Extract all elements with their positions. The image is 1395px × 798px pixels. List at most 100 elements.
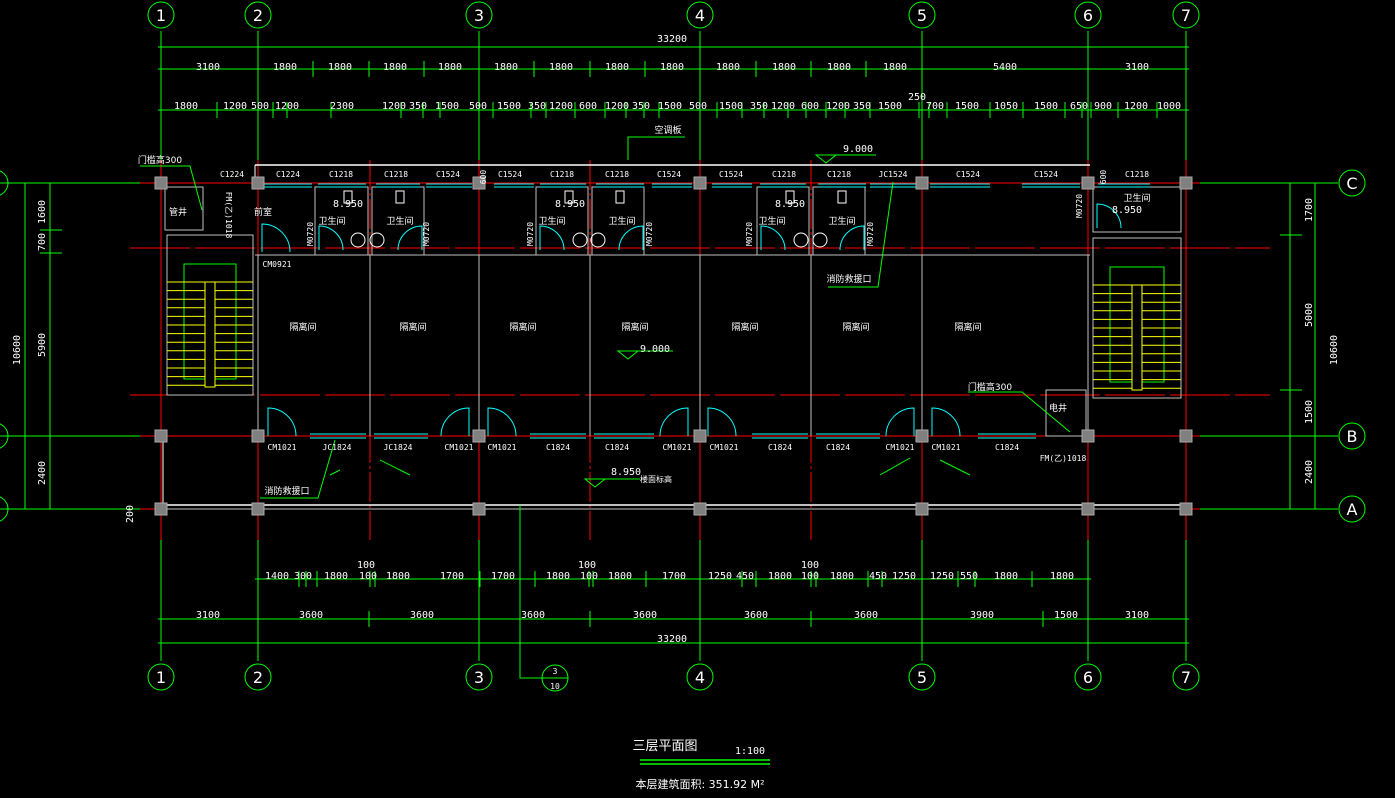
dimension-text: 3600 — [854, 610, 878, 621]
column — [1179, 176, 1193, 190]
window-label: C1524 — [1034, 170, 1058, 179]
dimension-text: 100 — [801, 571, 819, 582]
opening-label: CM1021 — [710, 443, 739, 452]
toilet-name: 卫生间 — [386, 215, 413, 227]
window-label: C1218 — [605, 170, 629, 179]
dimension-text: 10600 — [1329, 335, 1340, 365]
dimension-text: 1500 — [1054, 610, 1078, 621]
dimension-text: 33200 — [657, 634, 687, 645]
opening-label: C1824 — [768, 443, 792, 452]
dimension-text: 250 — [908, 92, 926, 103]
sink-fixture — [369, 232, 385, 248]
sink-fixture — [350, 232, 366, 248]
dimension-text: 100 — [357, 560, 375, 571]
opening-label: C1824 — [546, 443, 570, 452]
dimension-text: 1800 — [608, 571, 632, 582]
door-swing — [267, 407, 297, 437]
leader-line — [260, 439, 336, 499]
dimension-text: 650 — [1070, 101, 1088, 112]
dimension-text: 300 — [294, 571, 312, 582]
window-label: C1218 — [772, 170, 796, 179]
stair-handrail — [204, 281, 216, 388]
column — [472, 429, 486, 443]
axis-label-bottom: 5 — [917, 668, 927, 687]
axis-label-bottom: 6 — [1083, 668, 1093, 687]
opening-label: CM1021 — [488, 443, 517, 452]
axis-bubble — [1338, 422, 1366, 450]
elevation-text: 9.000 — [640, 344, 670, 355]
door-swing — [931, 407, 961, 437]
axis-bubble — [686, 663, 714, 691]
dimension-text: 1800 — [549, 62, 573, 73]
dimension-text: 1200 — [605, 101, 629, 112]
door-swing — [397, 225, 423, 251]
door-swing — [707, 407, 737, 437]
section-number: 3 — [553, 667, 558, 676]
column — [154, 429, 168, 443]
section-sheet: 10 — [550, 682, 560, 691]
toilet-fixture — [837, 190, 847, 204]
axis-label-top: 3 — [474, 6, 484, 25]
dimension-text: 1800 — [494, 62, 518, 73]
door-label: M0720 — [645, 222, 654, 246]
dimension-text: 1200 — [826, 101, 850, 112]
dimension-text: 2400 — [37, 461, 48, 485]
dimension-text: 100 — [359, 571, 377, 582]
axis-label-top: 1 — [156, 6, 166, 25]
column — [251, 429, 265, 443]
dimension-text: 1600 — [37, 200, 48, 224]
leader-line — [140, 165, 203, 211]
axis-bubble — [0, 170, 9, 196]
arrow-line — [379, 459, 411, 476]
axis-label-bottom: 1 — [156, 668, 166, 687]
elevation-marker — [583, 478, 640, 488]
opening-label: C1824 — [826, 443, 850, 452]
dimension-text: 350 — [750, 101, 768, 112]
column — [915, 176, 929, 190]
elevation-marker — [814, 154, 876, 164]
dimension-text: 1800 — [830, 571, 854, 582]
dimension-text: 1700 — [662, 571, 686, 582]
dimension-text: 1500 — [1034, 101, 1058, 112]
axis-bubble — [147, 663, 175, 691]
lobby-name: 前室 — [254, 206, 272, 218]
opening-label: JC1824 — [384, 443, 413, 452]
dimension-text: 5900 — [37, 333, 48, 357]
door-label: FM(乙)1018 — [1040, 454, 1087, 463]
door-swing — [487, 407, 517, 437]
section-leader — [519, 505, 542, 679]
door-swing — [760, 225, 786, 251]
dimension-text: 3600 — [410, 610, 434, 621]
sill-height-note: 门槛高300 — [968, 381, 1012, 393]
room-name: 隔离间 — [509, 321, 536, 333]
dimension-text: 1800 — [994, 571, 1018, 582]
dimension-text: 1200 — [382, 101, 406, 112]
elevation-text: 8.950 — [1112, 205, 1142, 216]
axis-bubble — [1074, 1, 1102, 29]
dimension-text: 3600 — [633, 610, 657, 621]
opening-label: C1824 — [605, 443, 629, 452]
axis-label-top: 6 — [1083, 6, 1093, 25]
dimension-text: 10600 — [12, 335, 23, 365]
dimension-text: 1250 — [708, 571, 732, 582]
toilet-name: 卫生间 — [538, 215, 565, 227]
elevation-text: 8.950 — [555, 199, 585, 210]
dimension-text: 1200 — [223, 101, 247, 112]
room-name: 隔离间 — [842, 321, 869, 333]
dimension-text: 1250 — [930, 571, 954, 582]
dimension-text: 900 — [1094, 101, 1112, 112]
window-label: C1218 — [550, 170, 574, 179]
sink-fixture — [590, 232, 606, 248]
dimension-text: 1400 — [265, 571, 289, 582]
dimension-text: 500 — [689, 101, 707, 112]
toilet-fixture — [615, 190, 625, 204]
dimension-text: 1500 — [878, 101, 902, 112]
dimension-text: 3600 — [299, 610, 323, 621]
column — [472, 502, 486, 516]
axis-bubble — [244, 663, 272, 691]
door-label: CM0921 — [263, 260, 292, 269]
axis-label-top: 4 — [695, 6, 705, 25]
dimension-text: 1800 — [546, 571, 570, 582]
